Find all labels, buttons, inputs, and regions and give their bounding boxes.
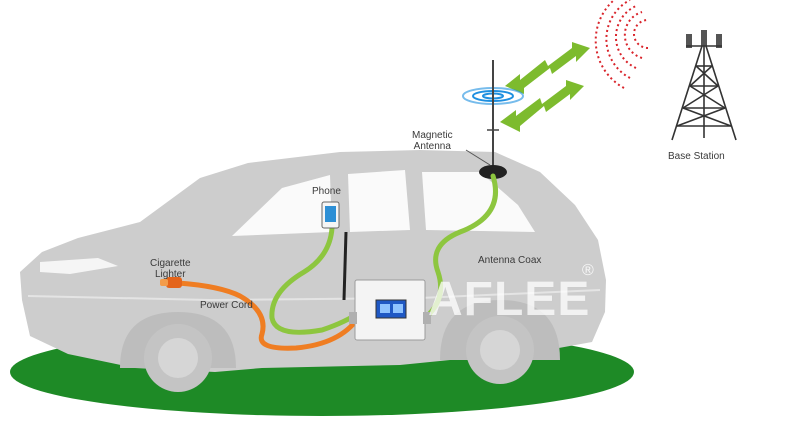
signal-arrow-upper: [505, 42, 590, 94]
label-magnetic-antenna-line2: Antenna: [413, 141, 451, 152]
phone: [321, 201, 340, 229]
label-base-station: Base Station: [668, 151, 725, 162]
signal-arrows: [500, 42, 590, 132]
rear-window: [422, 172, 535, 232]
cigarette-lighter-plug: [160, 277, 182, 288]
base-station-tower: [671, 30, 737, 141]
antenna-coax-cable: [417, 173, 499, 325]
label-magnetic-antenna-line1: Magnetic: [412, 130, 453, 141]
label-cigarette-lighter-line2: Lighter: [155, 269, 186, 280]
headlight: [40, 258, 118, 274]
rear-side-window: [232, 175, 332, 236]
label-cigarette-lighter: Cigarette Lighter: [150, 258, 191, 280]
label-magnetic-antenna: Magnetic Antenna: [412, 130, 453, 152]
label-cigarette-lighter-line1: Cigarette: [150, 258, 191, 269]
car-silhouette: [20, 150, 606, 392]
signal-arrow-lower: [500, 80, 584, 132]
base-station-signal-waves: [594, 0, 649, 89]
front-side-window: [348, 170, 410, 232]
magnetic-antenna: [465, 60, 507, 179]
signal-booster-unit: [342, 231, 431, 341]
power-cord-cable: [175, 280, 361, 351]
label-phone: Phone: [312, 186, 341, 197]
label-power-cord: Power Cord: [200, 300, 253, 311]
label-antenna-coax: Antenna Coax: [478, 255, 542, 266]
phone-cable: [269, 225, 363, 335]
registered-mark: ®: [582, 262, 594, 279]
brand-watermark: AFLEE: [428, 273, 591, 326]
